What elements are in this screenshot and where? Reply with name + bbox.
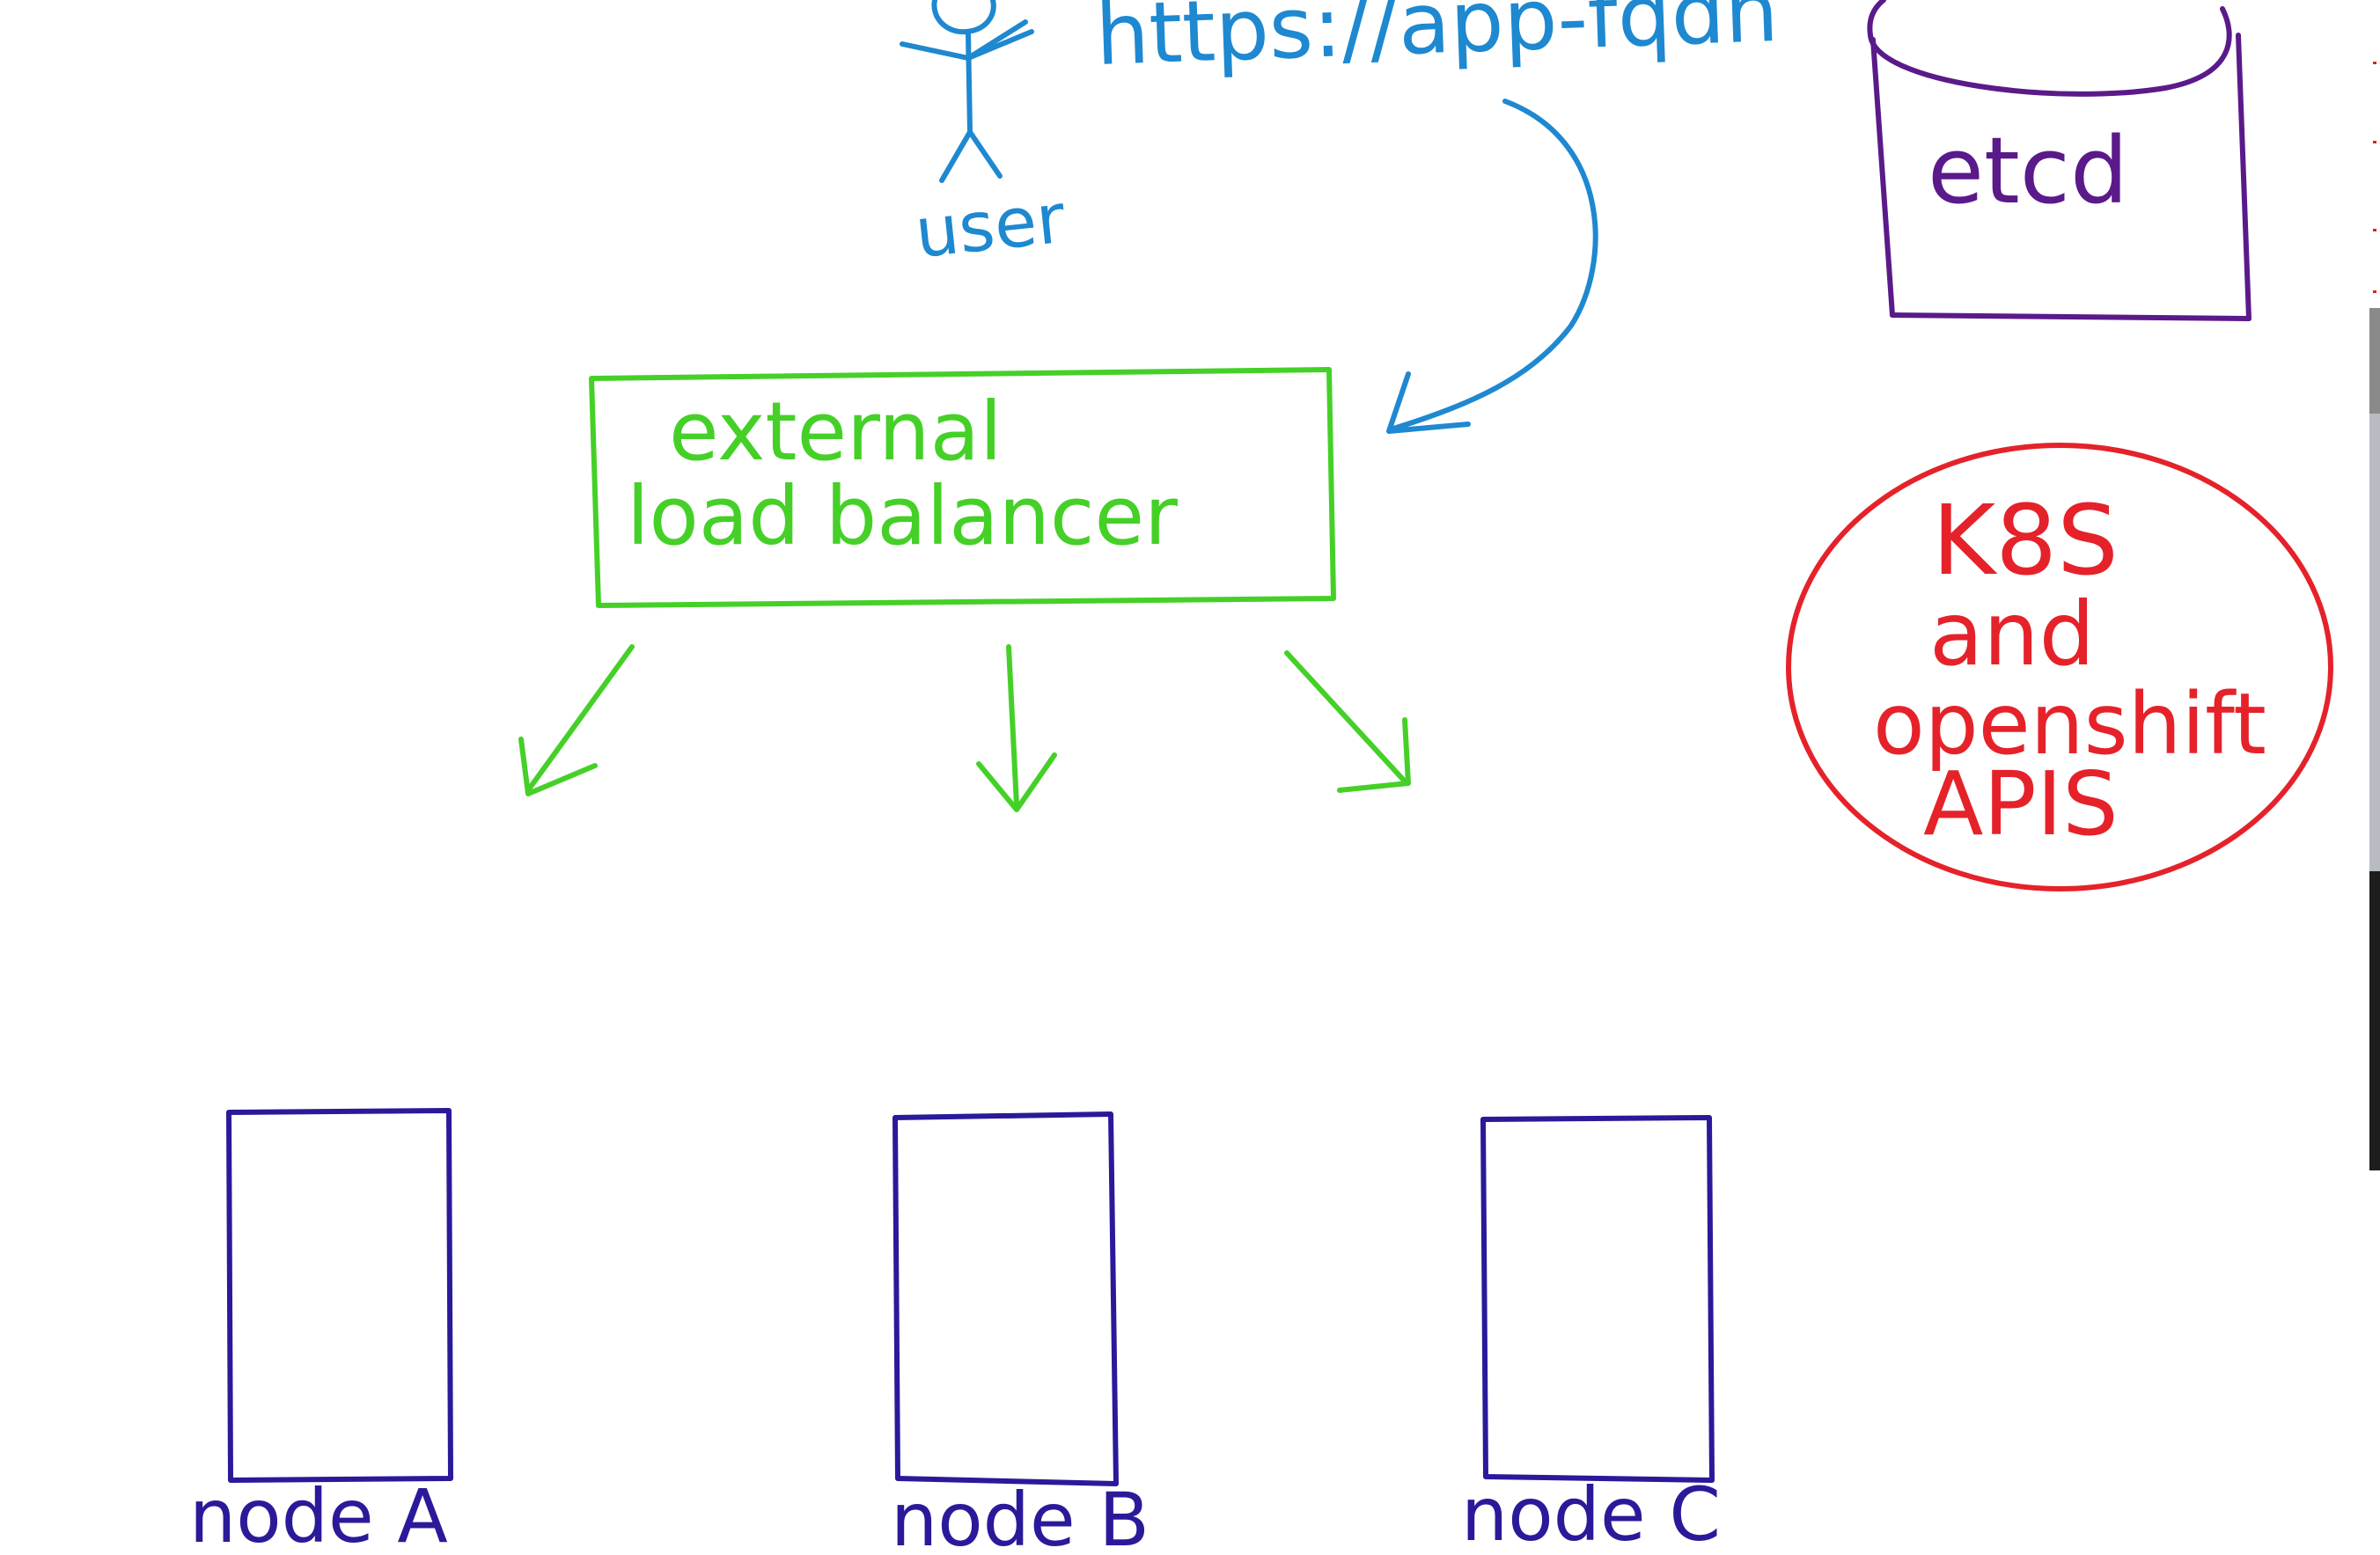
user-body: [966, 31, 973, 135]
user-label: user: [912, 180, 1070, 274]
load-balancer-outline: [589, 367, 1336, 608]
node-c: node C: [1461, 1115, 1721, 1555]
lb-arrow-c-shaft: [1284, 650, 1409, 786]
api-label-line1: K8S: [1932, 484, 2119, 597]
api-label-line3: openshift: [1873, 675, 2266, 774]
lb-arrows: [518, 644, 1411, 812]
node-a: node A: [189, 1108, 453, 1555]
etcd-label: etcd: [1928, 117, 2128, 224]
load-balancer-label-line1: external: [669, 385, 1003, 479]
lb-arrow-b-shaft: [1006, 644, 1019, 808]
load-balancer-box: [589, 367, 1336, 608]
right-edge-strip: [2369, 0, 2380, 1555]
lb-arrow-a-shaft: [525, 644, 635, 793]
etcd-right-side: [2236, 33, 2251, 321]
api-circle: [1786, 443, 2333, 891]
lb-arrow-to-node-b: [976, 644, 1057, 812]
node-c-label: node C: [1461, 1471, 1721, 1555]
edge-mark: [2373, 229, 2376, 231]
node-c-box: [1480, 1115, 1715, 1483]
lb-arrow-c-head: [1337, 717, 1411, 793]
etcd-top-back: [1867, 0, 1886, 38]
lb-arrow-a-head: [518, 737, 598, 796]
etcd-top: [1868, 6, 2232, 97]
node-a-box: [226, 1108, 453, 1483]
edge-mark: [2373, 62, 2376, 64]
request-arrow: [1386, 99, 1598, 434]
api-label-line4: APIS: [1923, 752, 2119, 855]
api-circle-outline: [1786, 443, 2333, 891]
scrollbar-highlight: [2369, 308, 2380, 414]
edge-mark: [2373, 290, 2376, 293]
user-arm-right: [966, 19, 1028, 61]
node-a-label: node A: [189, 1473, 448, 1555]
etcd-bottom: [1890, 312, 2251, 321]
api-label-line2: and: [1929, 583, 2095, 686]
node-b: node B: [891, 1111, 1150, 1555]
request-arrow-curve: [1388, 99, 1598, 432]
lb-arrow-to-node-c: [1284, 650, 1411, 793]
lb-arrow-b-head: [976, 752, 1057, 812]
node-b-box: [892, 1111, 1119, 1486]
request-arrow-head: [1386, 371, 1471, 434]
node-b-label: node B: [891, 1477, 1150, 1555]
lb-arrow-to-node-a: [518, 644, 635, 796]
edge-mark: [2373, 141, 2376, 143]
etcd-cylinder: [1867, 0, 2251, 321]
etcd-left-side: [1870, 37, 1895, 318]
user-figure: [900, 0, 1034, 183]
user-head: [931, 0, 996, 35]
load-balancer-label-line2: load balancer: [627, 469, 1178, 563]
url-label: https://app-fqdn: [1094, 0, 1780, 84]
user-legs: [939, 129, 1003, 183]
side-preview-strip: [2369, 414, 2380, 871]
